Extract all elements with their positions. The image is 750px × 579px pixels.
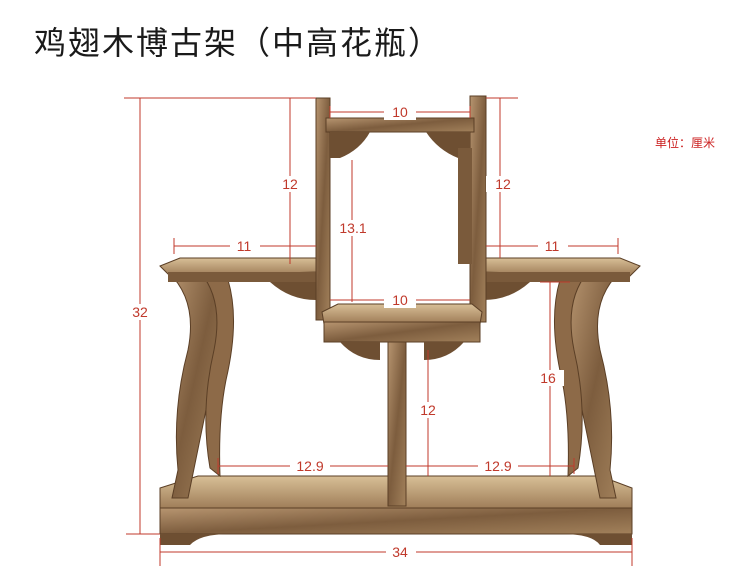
dim-right-lower-height: 16 <box>540 370 556 386</box>
page-title: 鸡翅木博古架（中高花瓶） <box>34 24 443 62</box>
dim-total-width: 34 <box>392 544 408 560</box>
base-plinth <box>159 475 633 545</box>
dim-lower-right-width: 12.9 <box>484 458 511 474</box>
left-curved-leg <box>166 271 235 499</box>
unit-label: 单位：厘米 <box>655 136 716 150</box>
right-curved-leg <box>553 271 622 499</box>
dim-middle-width: 10 <box>392 292 408 308</box>
dim-left-shelf-width: 11 <box>237 238 252 254</box>
dim-lower-left-width: 12.9 <box>296 458 323 474</box>
dim-lower-middle-height: 12 <box>420 402 436 418</box>
dim-total-height: 32 <box>132 304 148 320</box>
dim-inner-height: 13.1 <box>339 220 366 236</box>
right-shelf <box>479 257 641 300</box>
center-post <box>387 341 407 507</box>
dim-right-shelf-height: 12 <box>495 176 511 192</box>
top-tower <box>315 95 487 323</box>
dim-top-width: 10 <box>392 104 408 120</box>
left-shelf <box>159 257 319 300</box>
dim-top-height: 12 <box>282 176 298 192</box>
dim-right-shelf-width: 11 <box>545 238 560 254</box>
middle-box <box>321 303 483 360</box>
